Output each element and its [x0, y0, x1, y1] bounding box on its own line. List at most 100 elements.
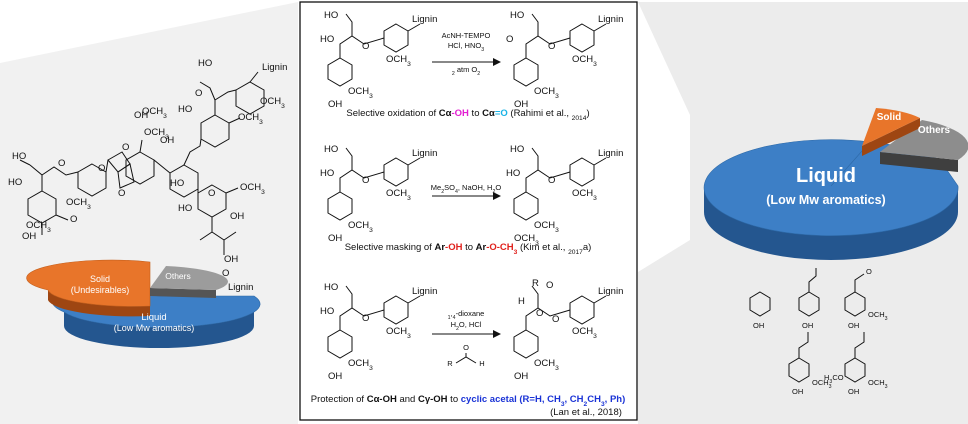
reagent-1: H2O, HCl	[451, 320, 482, 332]
aryl-ring	[327, 329, 353, 359]
reagent-3: R	[447, 359, 453, 368]
right-pie-liquid-sublabel: (Low Mw aromatics)	[766, 193, 885, 207]
molecule-label-5: OCH3	[572, 326, 597, 340]
molecule-label-5: OH	[328, 233, 342, 244]
molecule-label-3: OCH3	[572, 54, 597, 68]
left-structure-label-26: Lignin	[262, 62, 287, 73]
reaction-caption: Selective masking of Ar-OH to Ar-O-CH3 (…	[345, 242, 592, 256]
molecule-label-5: OH	[328, 371, 342, 382]
left-structure-label-8: O	[195, 88, 202, 99]
reaction-box	[299, 1, 638, 421]
molecule-label-2: O	[362, 41, 369, 52]
molecule-label-1: HO	[320, 168, 334, 179]
bonds	[525, 147, 607, 192]
left-structure-label-21: OH	[230, 211, 244, 222]
left-structure-label-4: O	[122, 142, 129, 153]
monomer-label-9: O	[866, 267, 872, 276]
reaction-caption-citation: (Lan et al., 2018)	[550, 407, 622, 418]
monomer-label-0: OH	[753, 321, 764, 330]
molecule-label-6: Lignin	[598, 148, 623, 159]
molecule-label-0: HO	[510, 144, 524, 155]
reaction-caption: Selective oxidation of Cα-OH to Cα=O (Ra…	[346, 108, 589, 122]
left-pie-solid-sublabel: (Undesirables)	[71, 285, 130, 295]
left-structure-label-9: O	[208, 188, 215, 199]
molecule-label-3: OCH3	[386, 188, 411, 202]
reaction-3: HOHOOOCH3OCH3OHLigninRHOOOOCH3OCH3OHLign…	[311, 278, 626, 418]
left-structure-label-15: OCH3	[260, 96, 285, 110]
aryl-ring	[513, 191, 539, 221]
left-structure-label-1: HO	[8, 177, 22, 188]
aryl-ring	[327, 57, 353, 87]
reaction-caption: Protection of Cα-OH and Cγ-OH to cyclic …	[311, 394, 626, 408]
monomer-label-1: OH	[802, 321, 813, 330]
right-pie-others-side	[880, 152, 958, 172]
left-gray-panel	[0, 2, 298, 424]
right-pie-chart: Liquid (Low Mw aromatics) Solid Others	[703, 108, 968, 260]
molecule-label-2: O	[546, 280, 553, 291]
left-pie-others-side	[150, 288, 216, 298]
molecule-label-4: O	[552, 314, 559, 325]
left-structure-label-11: OCH3	[66, 197, 91, 211]
molecule-label-2: O	[548, 41, 555, 52]
furan-ring	[117, 163, 135, 189]
right-pie-liquid-label: Liquid	[796, 165, 856, 187]
molecule-label-3: OCH3	[386, 54, 411, 68]
reagent-2: 2 atm O2	[452, 65, 480, 77]
molecule-label-1: HO	[506, 168, 520, 179]
left-structure-label-12: OCH3	[144, 127, 169, 141]
monomer-label-4: OH	[792, 387, 803, 396]
left-structure-label-18: OH	[160, 135, 174, 146]
molecule-label-2: O	[548, 175, 555, 186]
left-structure-label-19: HO	[178, 104, 192, 115]
molecule-label-4: OCH3	[348, 358, 373, 372]
reagent-4: H	[479, 359, 484, 368]
monomer-label-2: OH	[848, 321, 859, 330]
reagent-2: O	[463, 343, 469, 352]
molecule-label-6: Lignin	[412, 14, 437, 25]
aldehyde-bonds	[455, 353, 477, 364]
left-structure-label-24: OH	[134, 110, 148, 121]
molecule-label-5: OH	[328, 99, 342, 110]
molecule-label-6: Lignin	[412, 148, 437, 159]
left-structure-label-16: OCH3	[142, 106, 167, 120]
reagent-1: HCl, HNO3	[448, 41, 484, 53]
bonds	[525, 285, 607, 330]
molecule-label-0: R	[532, 278, 539, 289]
left-structure-label-0: HO	[12, 151, 26, 162]
molecule-label-1: H	[518, 296, 525, 307]
left-structure-label-22: OH	[224, 254, 238, 265]
reagent-0: AcNH-TEMPO	[442, 31, 491, 40]
reagent-0: Me2SO4, NaOH, H2O	[431, 183, 502, 195]
left-pie-liquid-label: Liquid	[141, 312, 166, 323]
right-pie-solid-top	[862, 108, 920, 146]
molecule-label-6: Lignin	[598, 14, 623, 25]
molecule-label-6: Lignin	[412, 286, 437, 297]
molecule-label-1: HO	[320, 306, 334, 317]
aryl-ring	[513, 57, 539, 87]
left-pie-liquid-side	[64, 296, 261, 348]
molecule-label-8: Lignin	[598, 286, 623, 297]
left-structure-label-10: OCH3	[26, 220, 51, 234]
left-structure-label-13: OCH3	[238, 112, 263, 126]
molecule-label-7: OH	[514, 371, 528, 382]
molecule-label-3: OCH3	[386, 326, 411, 340]
bonds	[525, 13, 607, 58]
left-structure-label-20: HO	[178, 203, 192, 214]
bonds	[339, 285, 421, 330]
left-structure-label-17: HO	[198, 58, 212, 69]
right-pie-solid-side	[862, 118, 920, 156]
left-structure-label-6: O	[58, 158, 65, 169]
left-pie-solid-label: Solid	[90, 274, 110, 284]
right-pie-solid-label: Solid	[877, 112, 901, 123]
molecule-label-0: HO	[324, 282, 338, 293]
molecule-label-4: OCH3	[348, 86, 373, 100]
molecule-label-1: O	[506, 34, 513, 45]
molecule-label-3: O	[536, 308, 543, 319]
left-pie-solid-top	[26, 259, 151, 307]
left-structure-label-14: OCH3	[240, 182, 265, 196]
right-pie-others-top	[880, 120, 968, 160]
